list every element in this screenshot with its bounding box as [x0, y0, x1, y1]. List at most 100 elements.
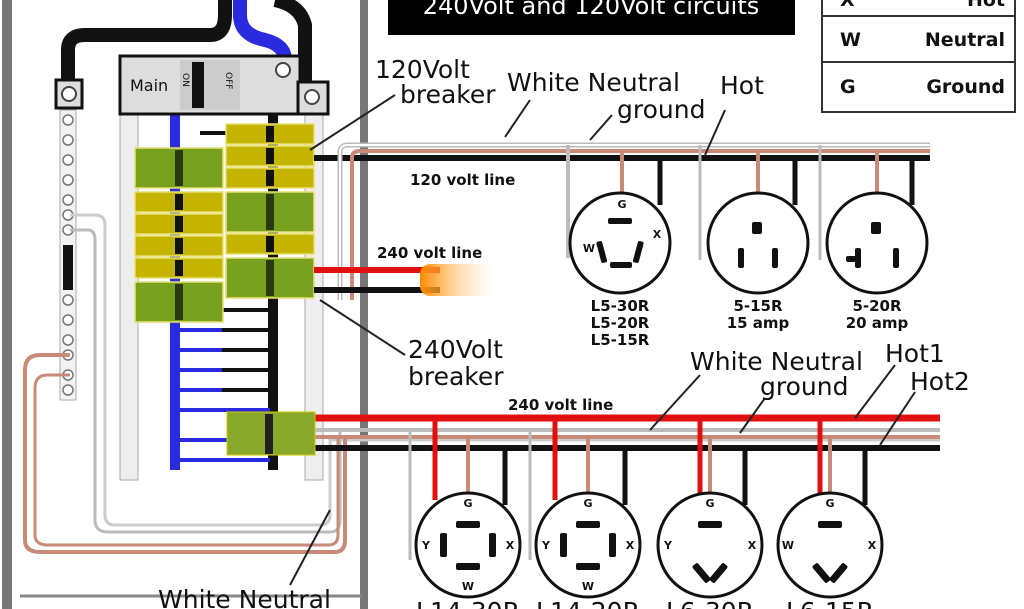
- callout-hot-top: Hot: [720, 71, 764, 100]
- legend-meaning: Ground: [926, 76, 1005, 98]
- receptacle-label: L5-15R: [591, 331, 650, 349]
- pin-label: X: [748, 539, 757, 552]
- receptacle-l14-20r: [534, 491, 642, 599]
- wire-end-glow: [420, 264, 495, 296]
- slot-icon: [576, 521, 600, 528]
- pin-label: Y: [663, 539, 673, 552]
- receptacle-l6-15r: [776, 491, 884, 599]
- screw-icon: [62, 154, 74, 166]
- receptacle-l6-30r: [656, 491, 764, 599]
- pin-label: G: [463, 497, 472, 510]
- slot-icon: [709, 563, 728, 583]
- panel-right-wall: [360, 0, 368, 609]
- pin-label: X: [626, 539, 635, 552]
- breaker-handle: [175, 150, 183, 186]
- slot-icon: [608, 218, 632, 224]
- main-label: Main: [130, 76, 168, 95]
- receptacle-label: 15 amp: [727, 314, 790, 332]
- neutral-run-240: [70, 213, 940, 527]
- lug-screw-icon: [275, 62, 291, 78]
- pin-label: X: [653, 228, 662, 241]
- receptacle-l14-30r: [414, 491, 522, 599]
- slot-icon: [871, 222, 881, 234]
- screw-icon: [62, 384, 74, 396]
- slot-icon: [829, 563, 848, 583]
- breaker-handle: [175, 260, 183, 276]
- title-box: [388, 0, 795, 35]
- slot-icon: [576, 563, 600, 570]
- breaker-handle: [175, 284, 183, 320]
- legend-code: W: [840, 29, 861, 51]
- slot-icon: [772, 248, 778, 268]
- main-lug: [296, 80, 330, 116]
- pin-label: W: [462, 580, 474, 593]
- pin-label: G: [825, 497, 834, 510]
- callout-ground-bottom: ground: [760, 372, 848, 401]
- off-label: OFF: [223, 72, 233, 89]
- receptacle-label: L6-30R: [666, 597, 754, 609]
- screw-icon: [62, 314, 74, 326]
- receptacle-label: 5-20R: [852, 297, 902, 315]
- title: 240Volt and 120Volt circuits: [423, 0, 759, 20]
- ground-run-240-b: [33, 373, 340, 547]
- screw-icon: [62, 194, 74, 206]
- slot-icon: [440, 533, 447, 557]
- bus-finger: [222, 348, 270, 352]
- pin-label: Y: [541, 539, 551, 552]
- slot-icon: [609, 533, 616, 557]
- pin-label: X: [506, 539, 515, 552]
- callout-white-neutral-panel: White Neutral: [158, 585, 331, 609]
- service-hot-wire-1: [61, 0, 232, 90]
- ground-wire-120: [350, 149, 930, 300]
- bus-finger: [175, 438, 270, 442]
- pin-label: G: [705, 497, 714, 510]
- slot-icon: [752, 222, 762, 234]
- receptacle-label: L5-30R: [591, 297, 650, 315]
- receptacle-5-20r: [825, 191, 929, 295]
- slot-icon: [893, 248, 899, 268]
- callout-hot1: Hot1: [885, 339, 945, 368]
- legend-code: X: [840, 0, 855, 11]
- bus-finger: [222, 388, 270, 392]
- callout-240v-breaker-2: breaker: [408, 362, 504, 391]
- pin-label: G: [583, 497, 592, 510]
- leader-lines: [289, 94, 916, 586]
- bus-finger: [175, 408, 270, 412]
- slot-icon: [818, 521, 842, 528]
- breaker-handle: [266, 148, 274, 164]
- receptacle-label: L6-15R: [786, 597, 874, 609]
- breaker-handle: [266, 126, 274, 142]
- receptacle-drops: [408, 145, 915, 560]
- bar-bond: [63, 245, 73, 290]
- bus-finger: [200, 131, 226, 135]
- slot-icon: [610, 262, 632, 268]
- pin-label: G: [617, 198, 626, 211]
- main-switch[interactable]: [180, 60, 240, 110]
- slot-icon: [738, 248, 744, 268]
- receptacle-label: 20 amp: [846, 314, 909, 332]
- receptacle-label: 5-15R: [733, 297, 783, 315]
- slot-icon: [632, 241, 644, 263]
- pin-label: W: [782, 539, 794, 552]
- slot-icon: [456, 563, 480, 570]
- main-switch-handle[interactable]: [192, 62, 204, 108]
- receptacle-label: L14-20R: [536, 597, 640, 609]
- pin-label: W: [583, 242, 595, 255]
- service-hot-wire-2: [273, 0, 312, 85]
- legend-table: [821, 0, 1016, 113]
- screw-icon: [62, 134, 74, 146]
- receptacle-label: L14-30R: [416, 597, 520, 609]
- breaker-handle: [266, 170, 274, 186]
- slot-icon: [846, 256, 860, 262]
- legend-meaning: Neutral: [925, 29, 1005, 51]
- label-120-volt-line: 120 volt line: [410, 171, 515, 189]
- screw-icon: [62, 294, 74, 306]
- label-240-volt-line-lower: 240 volt line: [508, 396, 613, 414]
- slot-icon: [812, 563, 831, 583]
- slot-icon: [456, 521, 480, 528]
- receptacle-label: L5-20R: [591, 314, 650, 332]
- breaker-handle: [266, 260, 274, 296]
- breaker-handle: [266, 194, 274, 230]
- callout-240v-breaker-1: 240Volt: [408, 335, 503, 364]
